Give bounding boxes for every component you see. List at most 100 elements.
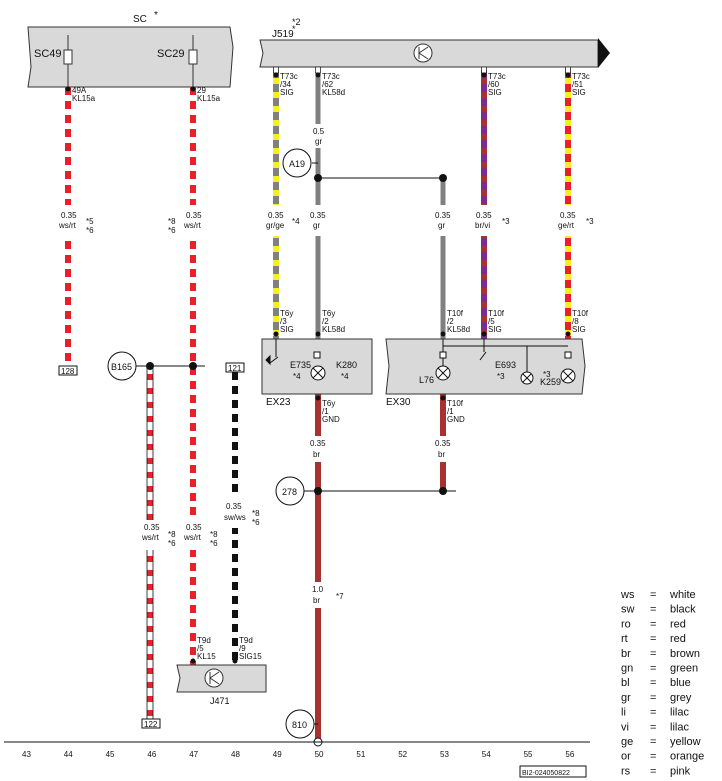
- svg-text:ws/rt: ws/rt: [58, 221, 77, 230]
- svg-text:KL15a: KL15a: [197, 94, 221, 103]
- svg-text:128: 128: [61, 367, 75, 376]
- svg-text:0.35: 0.35: [476, 211, 492, 220]
- svg-text:T10f: T10f: [488, 309, 505, 318]
- legend-equals: =: [650, 721, 656, 733]
- svg-text:/1: /1: [447, 407, 454, 416]
- svg-text:0.5: 0.5: [313, 127, 325, 136]
- svg-text:br: br: [313, 596, 320, 605]
- svg-text:ge/rt: ge/rt: [558, 221, 575, 230]
- node-278: 278: [275, 476, 318, 506]
- transistor-j471-icon: [204, 668, 224, 688]
- legend-code: vi: [621, 721, 629, 733]
- legend-color-name: lilac: [670, 707, 689, 719]
- legend-color-name: red: [670, 618, 686, 630]
- legend-equals: =: [650, 604, 656, 616]
- ex30-label: EX30: [386, 397, 411, 408]
- svg-text:122: 122: [144, 720, 158, 729]
- component-j471: J471: [176, 664, 267, 706]
- legend-code: ws: [620, 589, 635, 601]
- svg-text:/34: /34: [280, 80, 292, 89]
- svg-text:T10f: T10f: [572, 309, 589, 318]
- fuse-sc29-icon: [188, 35, 198, 87]
- wire-label-gap: [189, 520, 197, 550]
- svg-text:T10f: T10f: [447, 309, 464, 318]
- e735-note: *4: [293, 372, 301, 381]
- svg-text:ws/rt: ws/rt: [141, 533, 160, 542]
- pin-dot-j471-193: [190, 658, 196, 664]
- k280-note: *4: [341, 372, 349, 381]
- legend-equals: =: [650, 751, 656, 763]
- ruler-tick-label: 49: [273, 750, 282, 759]
- svg-text:T6y: T6y: [322, 399, 335, 408]
- k280-label: K280: [336, 360, 357, 370]
- legend-equals: =: [650, 677, 656, 689]
- svg-text:gr/ge: gr/ge: [266, 221, 285, 230]
- ruler-tick-label: 50: [315, 750, 324, 759]
- svg-text:gr: gr: [438, 221, 445, 230]
- ruler-tick-label: 46: [147, 750, 156, 759]
- svg-text:SIG15: SIG15: [239, 652, 262, 661]
- k259-label: K259: [540, 377, 561, 387]
- svg-text:29: 29: [197, 86, 206, 95]
- legend-equals: =: [650, 736, 656, 748]
- svg-text:KL58d: KL58d: [322, 88, 345, 97]
- ruler-tick-label: 56: [565, 750, 574, 759]
- svg-text:KL15: KL15: [197, 652, 216, 661]
- pin-j519-484: [481, 66, 487, 74]
- svg-text:KL15a: KL15a: [72, 94, 96, 103]
- legend-color-name: white: [669, 589, 696, 601]
- svg-text:278: 278: [282, 487, 297, 497]
- svg-text:T6y: T6y: [280, 309, 293, 318]
- color-legend: ws=whitesw=blackro=redrt=redbr=browngn=g…: [620, 589, 704, 777]
- legend-code: ge: [621, 736, 633, 748]
- svg-text:T10f: T10f: [447, 399, 464, 408]
- svg-text:ws/rt: ws/rt: [183, 533, 202, 542]
- ruler-tick-label: 51: [356, 750, 365, 759]
- svg-text:/2: /2: [322, 317, 329, 326]
- legend-code: gn: [621, 663, 633, 675]
- svg-text:T6y: T6y: [322, 309, 335, 318]
- svg-text:0.35: 0.35: [310, 439, 326, 448]
- pin-layer: [65, 66, 571, 664]
- node-a19: A19: [282, 148, 318, 178]
- wire-label-gap: [564, 205, 572, 236]
- svg-text:0.35: 0.35: [560, 211, 576, 220]
- pin-j519-568: [565, 66, 571, 74]
- svg-text:*8: *8: [168, 217, 176, 226]
- legend-code: li: [621, 707, 626, 719]
- svg-text:*3: *3: [502, 217, 510, 226]
- fuse-sc49-label: SC49: [34, 48, 62, 60]
- ruler-tick-label: 45: [106, 750, 115, 759]
- pin-dot-sc-193: [190, 86, 196, 92]
- svg-text:121: 121: [228, 364, 242, 373]
- legend-equals: =: [650, 765, 656, 777]
- svg-text:*5: *5: [86, 217, 94, 226]
- svg-text:/8: /8: [572, 317, 579, 326]
- pin-dot-bottom-318: [315, 331, 321, 337]
- switch-icon: [265, 339, 279, 366]
- e735-label: E735: [290, 360, 311, 370]
- svg-text:ws/rt: ws/rt: [183, 221, 202, 230]
- svg-text:/1: /1: [322, 407, 329, 416]
- ruler-tick-label: 54: [482, 750, 491, 759]
- arrow-right-icon: [598, 38, 610, 68]
- ruler-tick-label: 48: [231, 750, 240, 759]
- svg-text:*4: *4: [292, 217, 300, 226]
- svg-text:br/vi: br/vi: [475, 221, 490, 230]
- svg-text:gr: gr: [313, 221, 320, 230]
- pin-dot-j519-568: [565, 72, 571, 78]
- legend-color-name: brown: [670, 648, 700, 660]
- ruler-tick-label: 53: [440, 750, 449, 759]
- legend-color-name: pink: [670, 765, 691, 777]
- pin-dot-j519-484: [481, 72, 487, 78]
- wire-label-gap: [231, 498, 239, 528]
- legend-color-name: orange: [670, 751, 704, 763]
- svg-text:*7: *7: [336, 592, 344, 601]
- svg-text:br: br: [438, 450, 445, 459]
- svg-text:*: *: [292, 24, 296, 34]
- svg-text:/3: /3: [280, 317, 287, 326]
- legend-color-name: red: [670, 633, 686, 645]
- component-ex30: EX30 L76 E693 *3 K259 *3: [385, 338, 586, 408]
- legend-code: rs: [621, 765, 631, 777]
